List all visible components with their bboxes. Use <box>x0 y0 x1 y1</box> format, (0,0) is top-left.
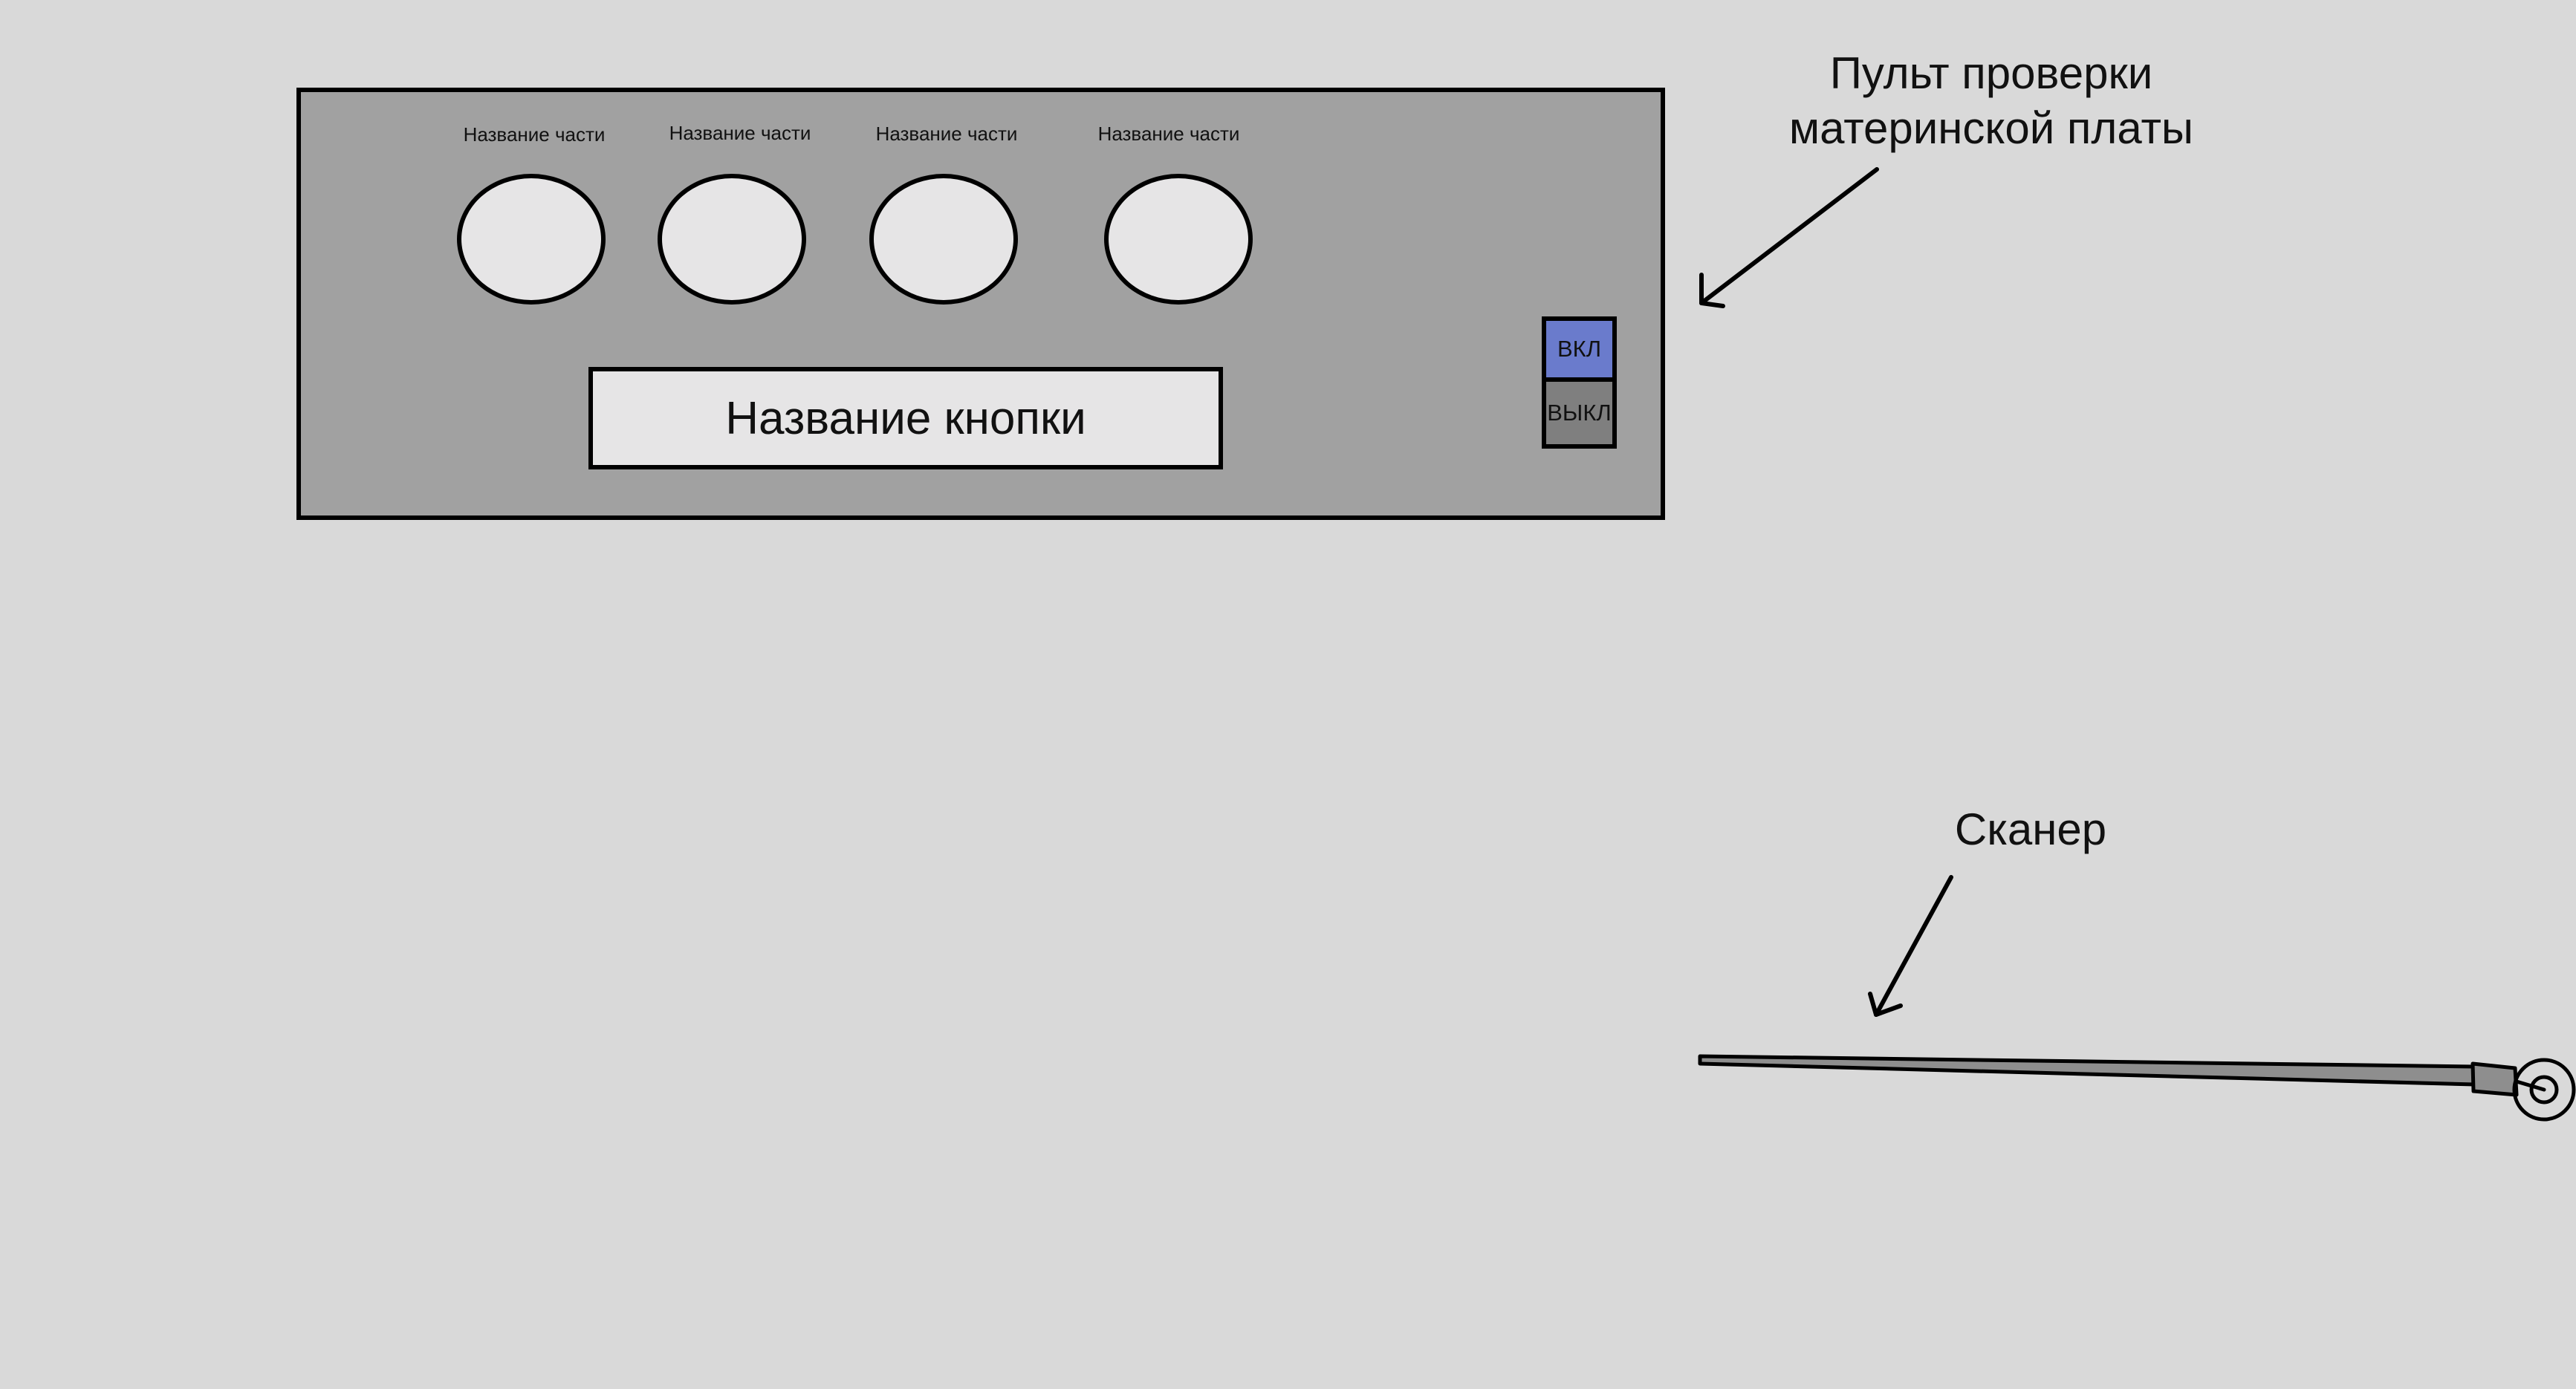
console-arrow <box>1699 167 1879 308</box>
console-annotation-line2: материнской платы <box>1788 103 2194 153</box>
part-label-3: Название части <box>875 123 1018 145</box>
switch-off-button[interactable]: ВЫКЛ <box>1546 382 1612 444</box>
scanner-head-inner <box>2529 1075 2559 1105</box>
scanner[interactable] <box>1698 1054 2576 1122</box>
scanner-connector <box>2470 1061 2519 1097</box>
motherboard-test-console: Название части Название части Название ч… <box>296 88 1665 520</box>
power-switch[interactable]: ВКЛ ВЫКЛ <box>1542 316 1617 449</box>
part-label-2: Название части <box>669 122 811 144</box>
part-indicator-4[interactable] <box>1104 174 1253 305</box>
scanner-arrow <box>1868 875 1953 1017</box>
switch-on-button[interactable]: ВКЛ <box>1546 321 1612 382</box>
console-annotation: Пульт проверки материнской платы <box>1789 46 2193 156</box>
main-action-button[interactable]: Название кнопки <box>588 367 1223 469</box>
scanner-head-outer <box>2512 1058 2576 1122</box>
part-indicator-2[interactable] <box>658 174 806 305</box>
part-label-1: Название части <box>463 123 606 146</box>
part-indicator-1[interactable] <box>457 174 606 305</box>
scanner-annotation: Сканер <box>1954 804 2107 854</box>
part-label-4: Название части <box>1097 123 1240 145</box>
part-indicator-3[interactable] <box>869 174 1018 305</box>
console-annotation-line1: Пульт проверки <box>1829 48 2153 98</box>
scanner-probe <box>1698 1054 2477 1087</box>
